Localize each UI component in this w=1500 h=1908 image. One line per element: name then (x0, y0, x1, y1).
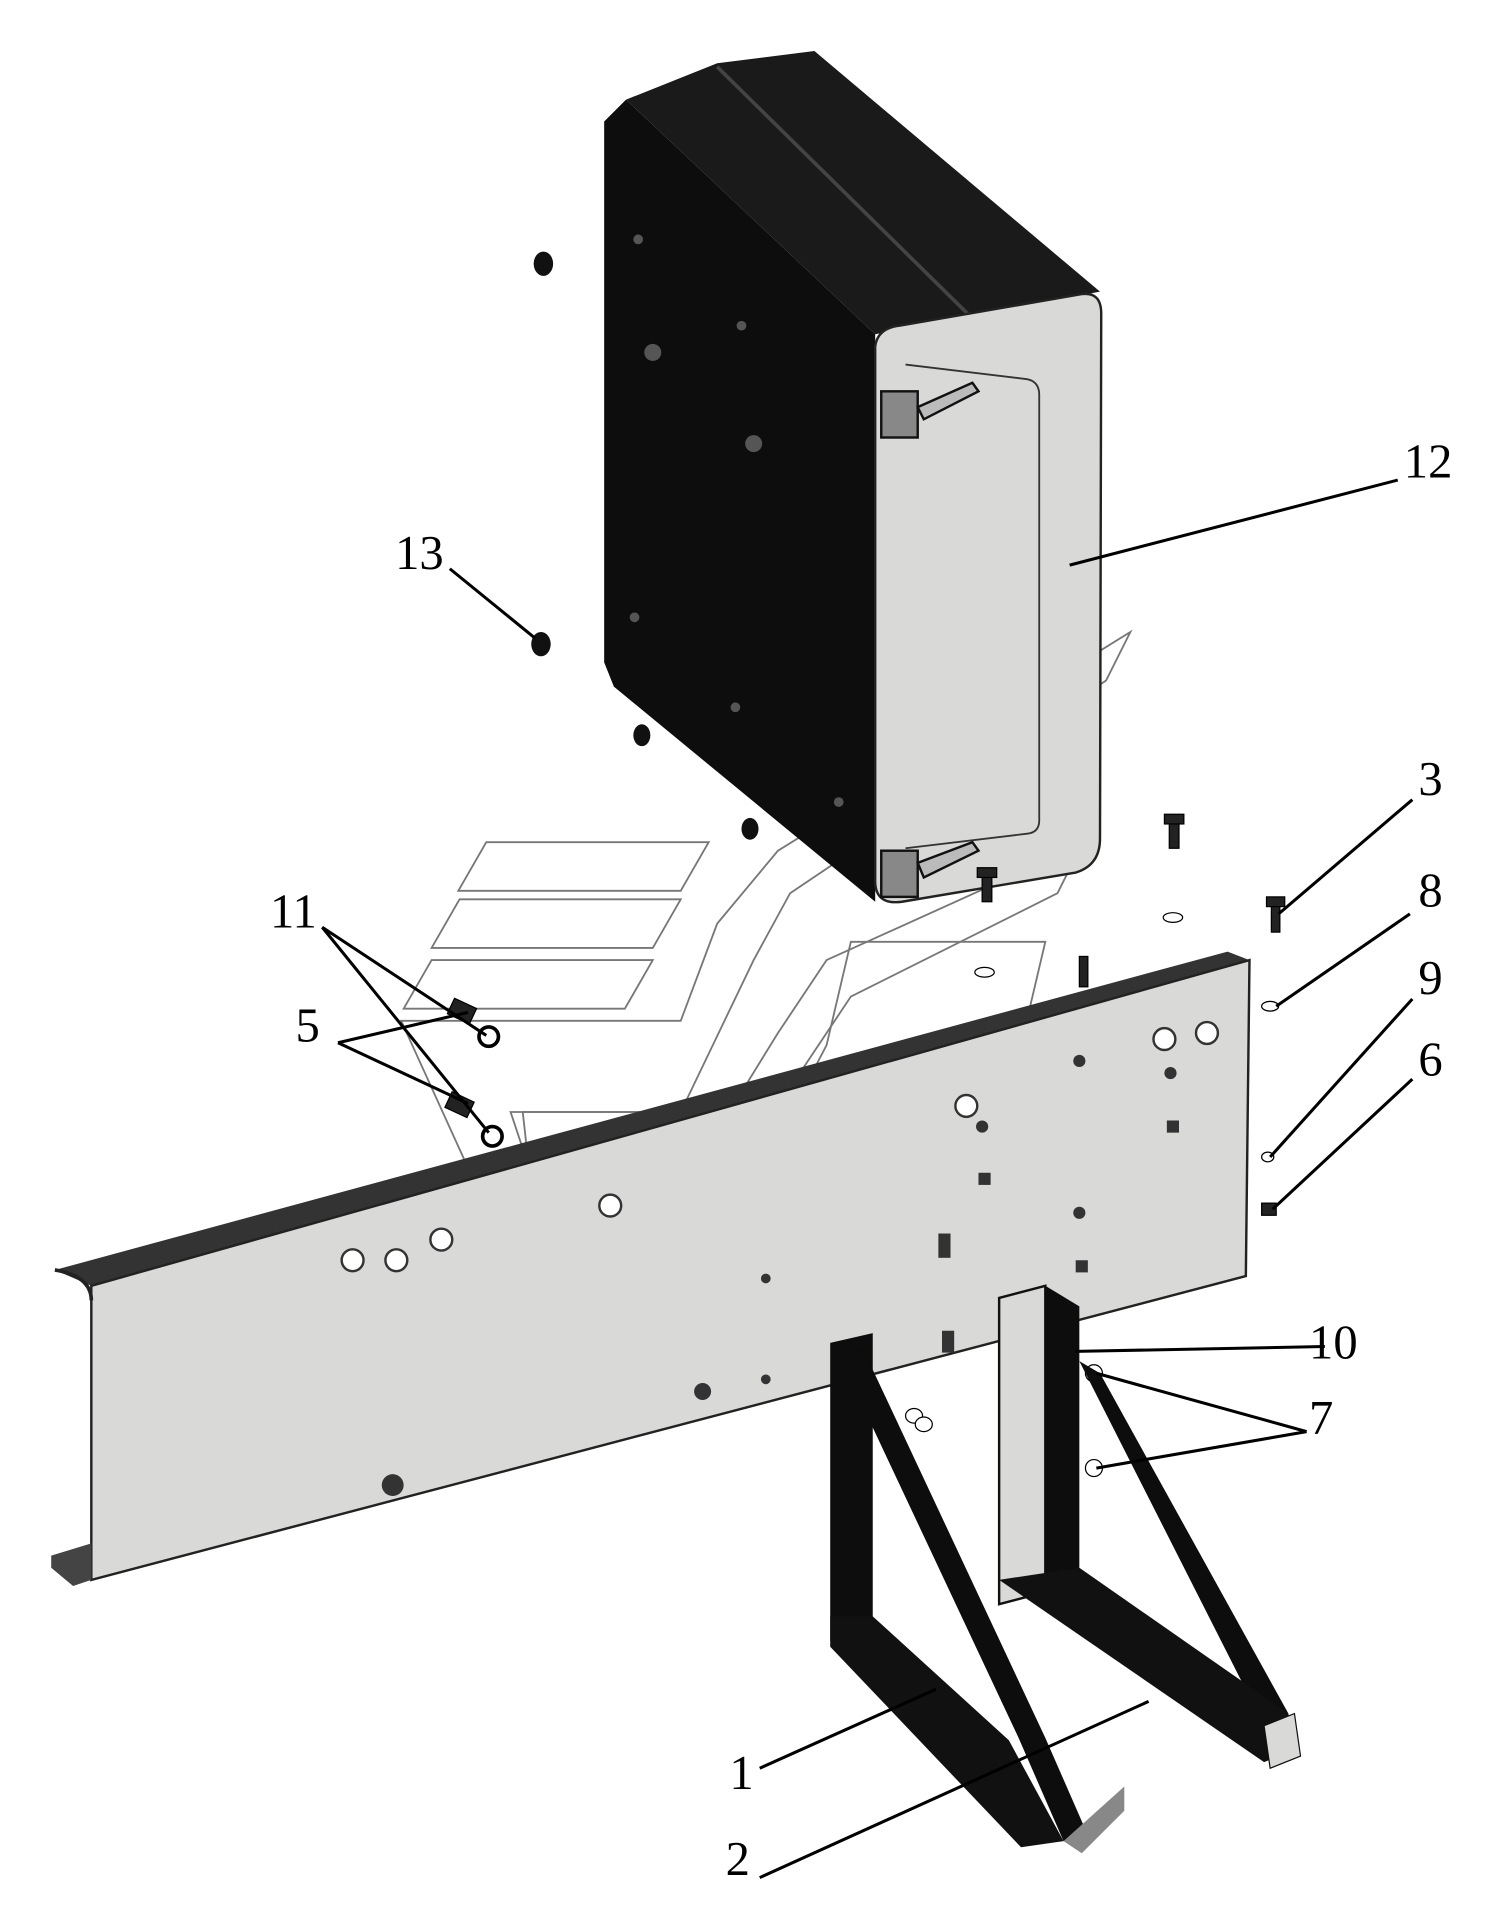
callout-1: 1 (729, 1746, 753, 1800)
frame-rail (51, 951, 1251, 1586)
bracket-2 (997, 1284, 1302, 1770)
callout-8: 8 (1418, 864, 1442, 918)
latch-top (880, 381, 981, 439)
callout-11: 11 (270, 884, 317, 938)
plug-13-b (531, 631, 551, 657)
callout-2: 2 (726, 1832, 750, 1886)
callout-6: 6 (1418, 1033, 1442, 1087)
callout-7: 7 (1309, 1391, 1333, 1445)
callout-3: 3 (1418, 752, 1442, 806)
latch-bottom (880, 840, 981, 899)
plug (741, 817, 759, 840)
plug (633, 724, 651, 747)
plug-13-a (533, 251, 554, 276)
callout-9: 9 (1418, 951, 1442, 1005)
battery-box (604, 51, 1103, 904)
callout-12: 12 (1404, 435, 1453, 489)
bracket-1 (830, 1333, 1125, 1854)
callout-5: 5 (295, 999, 319, 1053)
leader-lines (321, 478, 1414, 1880)
callout-labels: 12 13 3 8 9 6 11 5 10 7 1 2 (270, 435, 1452, 1887)
callout-10: 10 (1309, 1316, 1358, 1370)
callout-13: 13 (395, 526, 444, 580)
